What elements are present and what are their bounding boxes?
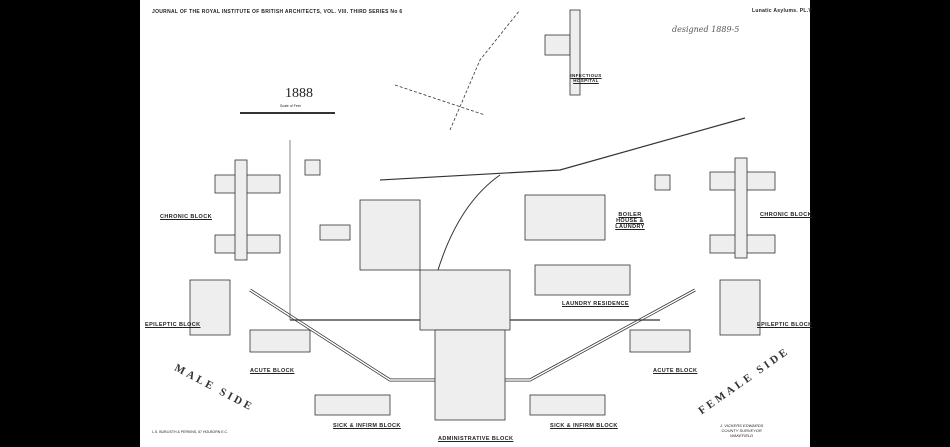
asylum-site-plan: [189, 9, 776, 421]
dashed-path: [449, 9, 521, 131]
label-laundry-residence: LAUNDRY RESIDENCE: [562, 301, 630, 307]
sick-infirm-blocks: [314, 394, 606, 416]
handwritten-annotation: designed 1889-5: [672, 25, 740, 34]
architect-signature: J. VICKERS EDWARDS COUNTY SURVEYOR WAKEF…: [720, 423, 763, 438]
infectious-hospital: [544, 9, 581, 96]
architect-title: COUNTY SURVEYOR: [721, 428, 762, 433]
label-sick-right: SICK & INFIRM BLOCK: [550, 423, 618, 429]
architect-name: J. VICKERS EDWARDS: [720, 423, 764, 428]
label-acute-right: ACUTE BLOCK: [653, 368, 698, 374]
label-boiler-house: BOILER HOUSE & LAUNDRY: [615, 212, 645, 230]
journal-header: JOURNAL OF THE ROYAL INSTITUTE OF BRITIS…: [152, 9, 403, 15]
plan-year: 1888: [285, 86, 313, 101]
dashed-path: [394, 84, 486, 116]
service-buildings: [304, 159, 671, 296]
architect-place: WAKEFIELD: [730, 433, 754, 438]
epileptic-blocks: [189, 279, 761, 336]
printer-credit: L.S. BURLISTH & PERKINS, 67 HOLBORN E.C.: [152, 430, 229, 434]
chronic-block-left: [214, 159, 281, 261]
label-acute-left: ACUTE BLOCK: [250, 368, 295, 374]
scale-label: Scale of Feet: [280, 104, 301, 108]
plate-number: Lunatic Asylums. PL.V: [752, 8, 813, 14]
label-epileptic-right: EPILEPTIC BLOCK: [757, 322, 813, 328]
chronic-block-right: [709, 157, 776, 259]
acute-blocks: [249, 329, 691, 353]
label-administrative: ADMINISTRATIVE BLOCK: [438, 436, 514, 442]
label-sick-left: SICK & INFIRM BLOCK: [333, 423, 401, 429]
administrative-block: [419, 269, 511, 421]
label-chronic-right: CHRONIC BLOCK: [760, 212, 812, 218]
label-infectious-hospital: INFECTIOUS HOSPITAL: [570, 73, 602, 83]
label-epileptic-left: EPILEPTIC BLOCK: [145, 322, 201, 328]
label-chronic-left: CHRONIC BLOCK: [160, 214, 212, 220]
plan-sheet: JOURNAL OF THE ROYAL INSTITUTE OF BRITIS…: [140, 0, 813, 447]
railway-line: [379, 117, 746, 181]
